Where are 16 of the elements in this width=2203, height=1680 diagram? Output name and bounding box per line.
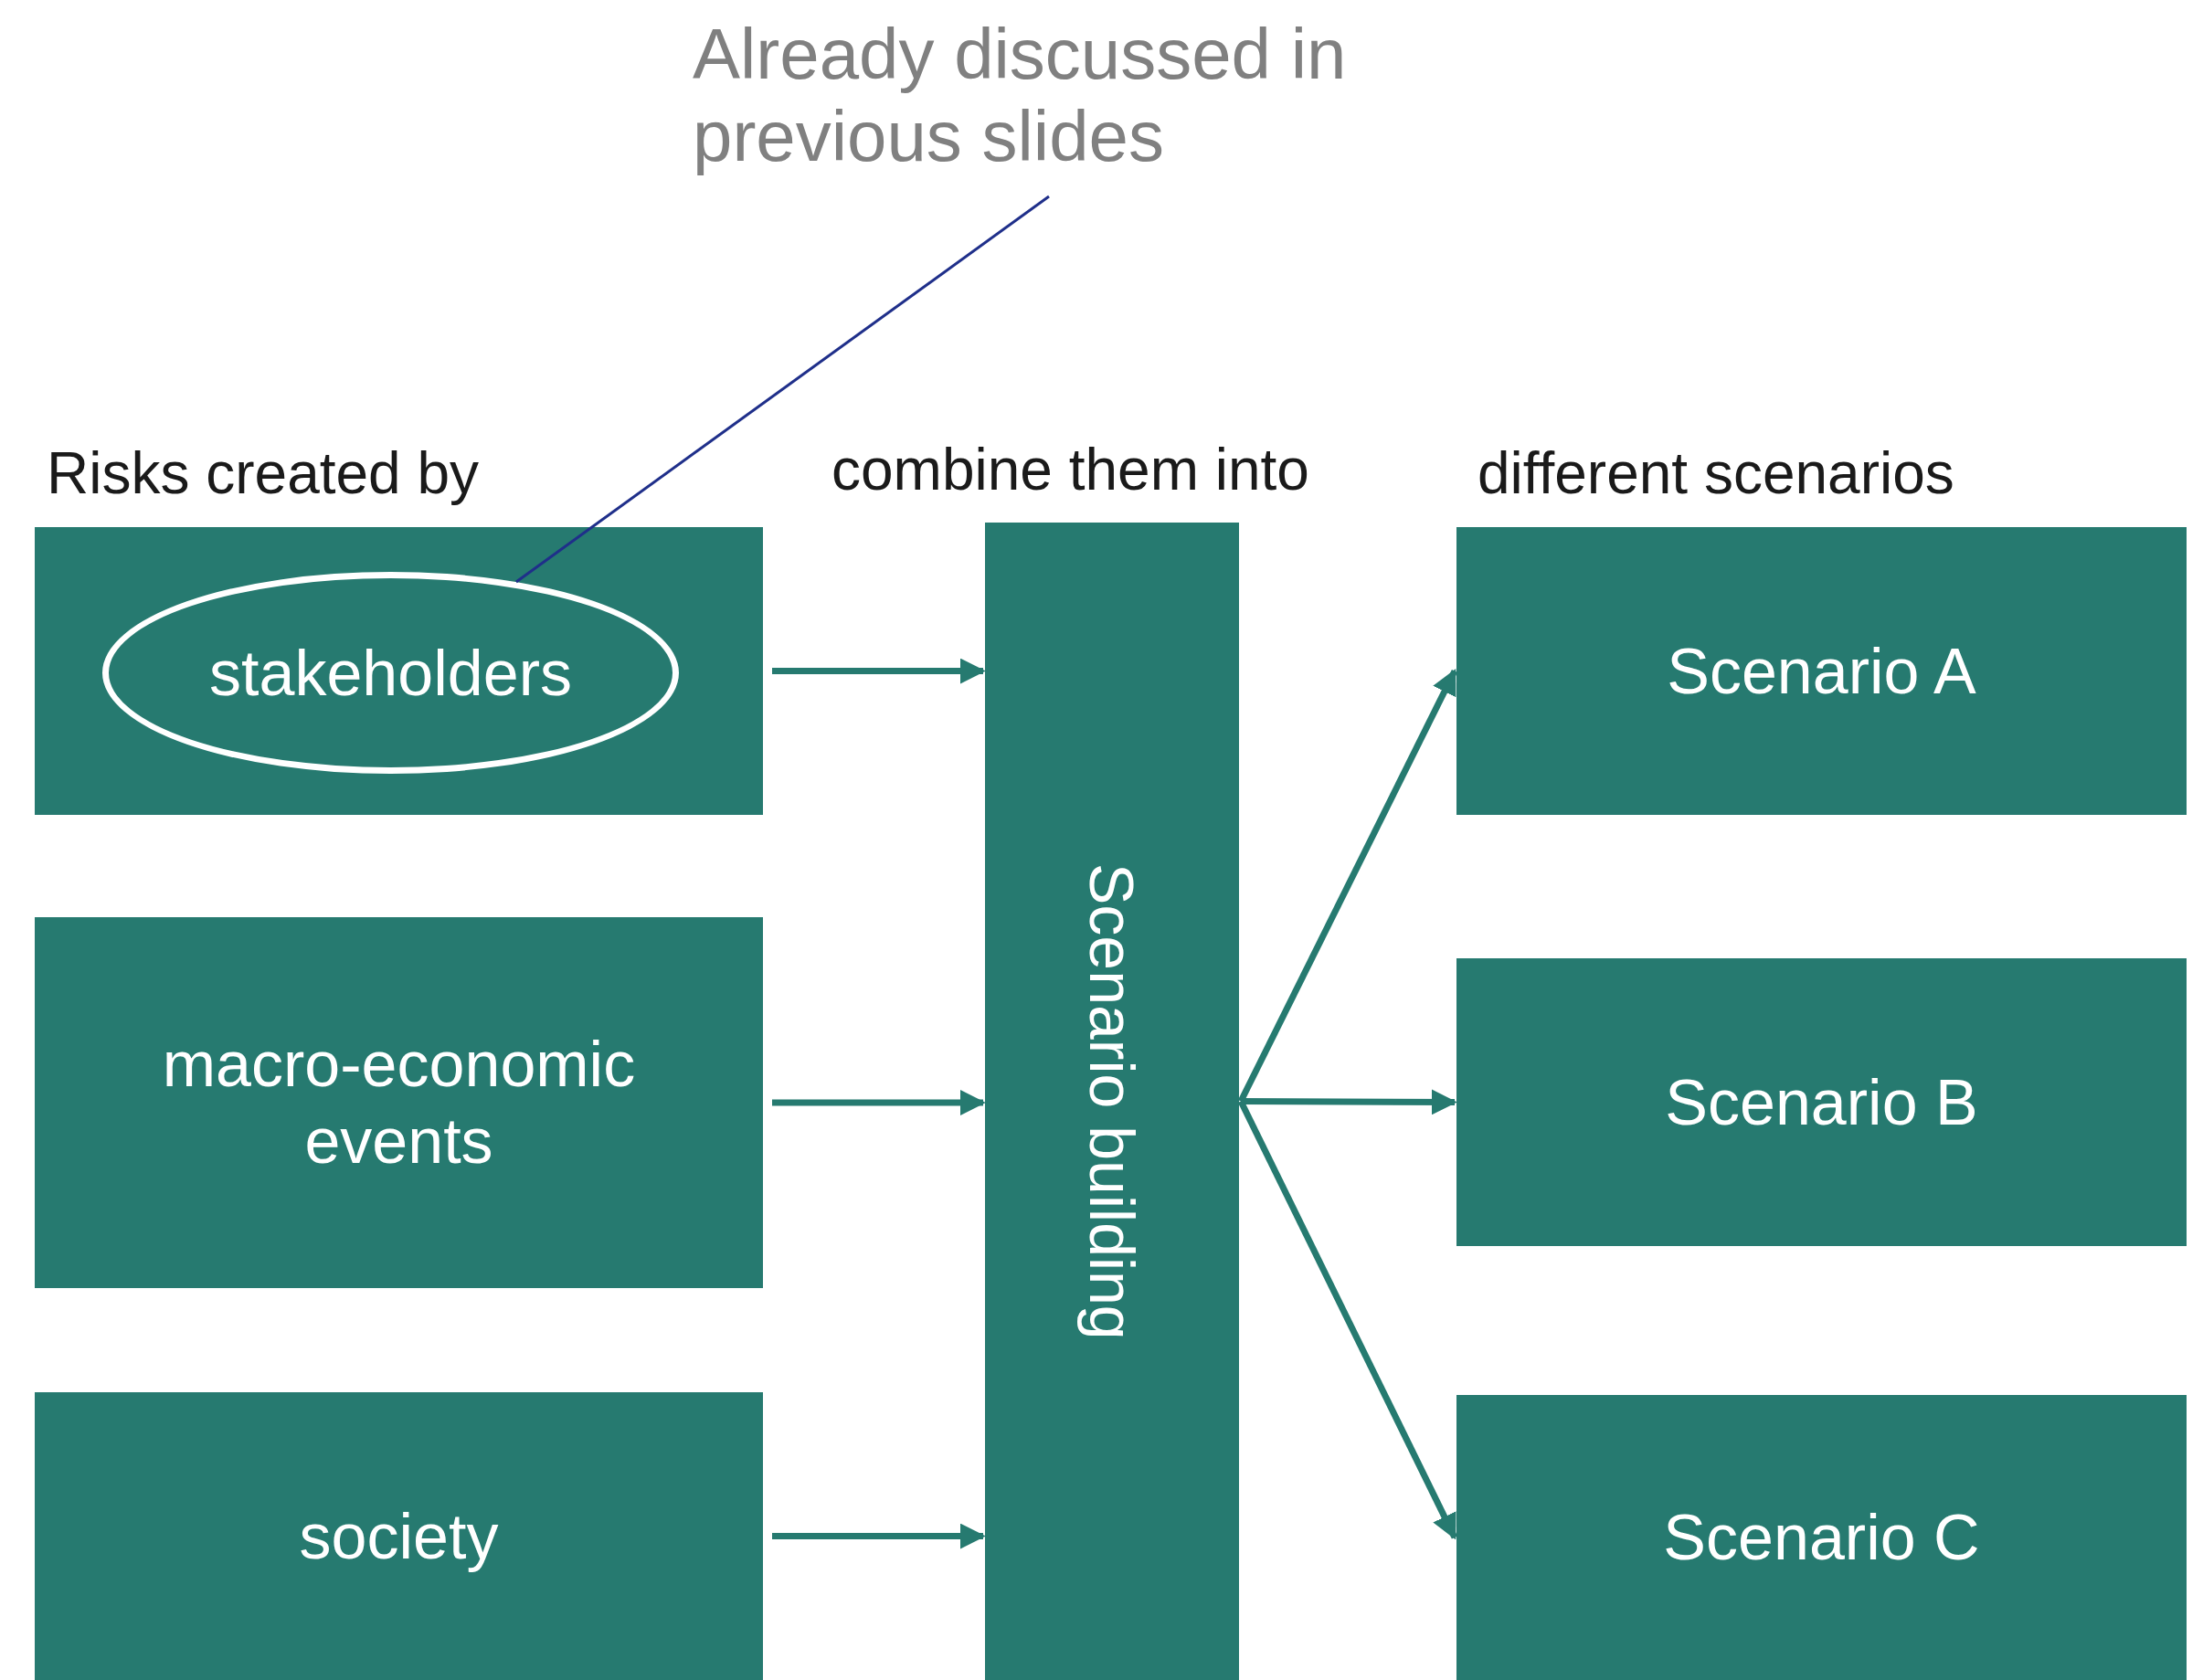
- leader-line: [515, 195, 1050, 584]
- process-box: society: [35, 1392, 763, 1680]
- highlight-ellipse: stakeholders: [102, 572, 679, 774]
- arrow: [1241, 1089, 1457, 1115]
- process-box: [35, 527, 763, 815]
- arrow: [1237, 1099, 1458, 1540]
- process-bar: Scenario building: [985, 523, 1239, 1680]
- process-box: Scenario A: [1456, 527, 2187, 815]
- column-heading: Risks created by: [47, 439, 480, 508]
- process-box: Scenario C: [1456, 1395, 2187, 1680]
- process-box: macro-economic events: [35, 917, 763, 1288]
- process-box: Scenario B: [1456, 958, 2187, 1246]
- column-heading: combine them into: [831, 436, 1309, 504]
- column-heading: different scenarios: [1477, 439, 1954, 508]
- note-text: Already discussed in previous slides: [693, 14, 1478, 196]
- arrow: [1237, 669, 1458, 1104]
